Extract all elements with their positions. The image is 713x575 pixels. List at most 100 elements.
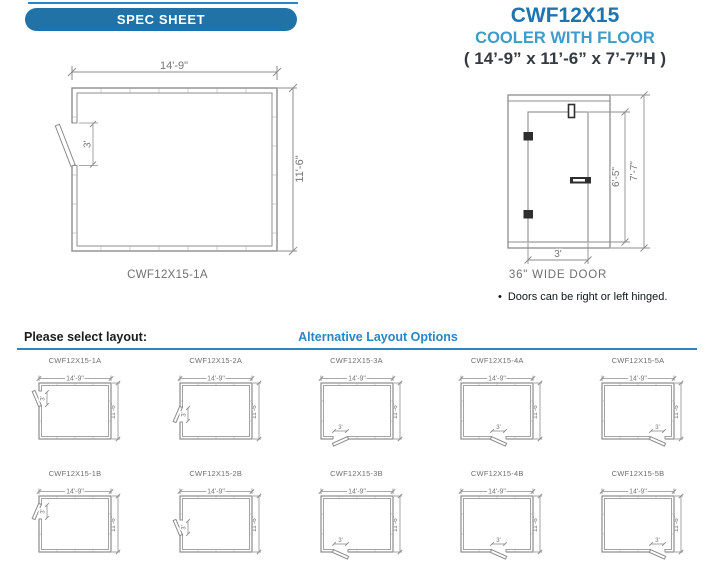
door-width-caption: 36" WIDE DOOR	[508, 269, 608, 281]
layout-option-label: CWF12X15-4A	[470, 356, 524, 365]
hinge-note: • Doors can be right or left hinged.	[498, 291, 667, 304]
thumb-height-label: 11'-6"	[251, 515, 258, 532]
door-leaf	[54, 123, 76, 167]
banner-label: SPEC SHEET	[116, 12, 206, 27]
door-leaf	[31, 502, 43, 521]
product-title: COOLER WITH FLOOR	[475, 28, 655, 47]
thumb-height-label: 11'-6"	[391, 515, 398, 532]
layout-thumbnail-drawing: 14'-9" 11'-6" 3'	[317, 487, 403, 560]
bullet-icon: •	[498, 291, 502, 303]
layout-option-CWF12X15-1A[interactable]: CWF12X15-1A 14'-9" 11'-6" 3'	[12, 356, 138, 459]
thumb-height-label: 11'-6"	[673, 515, 680, 532]
door-width-label: 3'	[181, 412, 187, 416]
layout-option-CWF12X15-3A[interactable]: CWF12X15-3A 14'-9" 11'-6" 3'	[294, 356, 420, 459]
door-width-label: 3'	[83, 140, 94, 148]
door-width-label: 3'	[338, 425, 342, 431]
thumb-width-label: 14'-9"	[629, 489, 647, 496]
thumb-height-label: 11'-6"	[110, 515, 117, 532]
layout-option-CWF12X15-1B[interactable]: CWF12X15-1B 14'-9" 11'-6" 3'	[12, 469, 138, 572]
model-title: CWF12X15	[510, 4, 620, 27]
layout-option-CWF12X15-4A[interactable]: CWF12X15-4A 14'-9" 11'-6" 3'	[434, 356, 560, 459]
thumb-height-label: 11'-6"	[251, 402, 258, 419]
door-leaf	[489, 435, 508, 447]
hinge-note-text: Doors can be right or left hinged.	[507, 291, 668, 303]
door-height-label: 6'-5"	[611, 167, 622, 187]
door-leaf	[31, 389, 43, 408]
layout-option-CWF12X15-5A[interactable]: CWF12X15-5A 14'-9" 11'-6" 3'	[575, 356, 701, 459]
thumb-width-label: 14'-9"	[629, 376, 647, 383]
layout-options-grid: CWF12X15-1A 14'-9" 11'-6" 3' CWF12X15-2A 14'-…	[12, 356, 701, 572]
thumb-height-label: 11'-6"	[532, 515, 539, 532]
thumb-width-label: 14'-9"	[207, 489, 225, 496]
door-width-label: 3'	[338, 538, 342, 544]
layout-thumbnail-drawing: 14'-9" 11'-6" 3'	[458, 374, 543, 447]
layout-thumbnail-drawing: 14'-9" 11'-6" 3'	[599, 487, 684, 560]
plan-height-label: 11'-6"	[294, 155, 306, 182]
door-closer-icon	[567, 103, 576, 119]
door-leaf	[648, 548, 667, 560]
door-leaf	[648, 435, 667, 447]
door-width-label: 3'	[41, 509, 47, 513]
door-width-label: 3'	[497, 425, 501, 431]
layout-option-CWF12X15-2A[interactable]: CWF12X15-2A 14'-9" 11'-6" 3'	[153, 356, 279, 459]
alternative-layouts-title: Alternative Layout Options	[298, 330, 458, 344]
door-elevation-drawing: 6'-5" 7'-7" 3'	[507, 91, 650, 264]
layout-thumbnail-drawing: 14'-9" 11'-6" 3'	[31, 487, 121, 555]
header-rule	[28, 2, 298, 4]
layout-option-label: CWF12X15-5A	[611, 356, 665, 365]
door-leaf	[172, 405, 183, 424]
layout-thumbnail-drawing: 14'-9" 11'-6" 3'	[458, 487, 543, 560]
door-width-label: 3'	[181, 525, 187, 529]
door-leaf	[172, 518, 183, 537]
layout-option-label: CWF12X15-5B	[611, 469, 665, 478]
layout-thumbnail-drawing: 14'-9" 11'-6" 3'	[599, 374, 684, 447]
thumb-height-label: 11'-6"	[673, 402, 680, 419]
layout-thumbnail-drawing: 14'-9" 11'-6" 3'	[317, 374, 403, 447]
thumb-height-label: 11'-6"	[110, 402, 117, 419]
elevation-door-width-label: 3'	[554, 249, 562, 260]
plan-width-label: 14'-9"	[160, 60, 188, 72]
layout-option-CWF12X15-5B[interactable]: CWF12X15-5B 14'-9" 11'-6" 3'	[575, 469, 701, 572]
thumb-width-label: 14'-9"	[488, 489, 506, 496]
door-leaf	[331, 548, 349, 560]
title-block: CWF12X15 COOLER WITH FLOOR ( 14’-9” x 11…	[420, 4, 710, 68]
layout-option-CWF12X15-4B[interactable]: CWF12X15-4B 14'-9" 11'-6" 3'	[434, 469, 560, 572]
thumb-height-label: 11'-6"	[532, 402, 539, 419]
thumb-width-label: 14'-9"	[348, 376, 366, 383]
layout-thumbnail-drawing: 14'-9" 11'-6" 3'	[172, 374, 262, 442]
layout-option-label: CWF12X15-3A	[330, 356, 383, 365]
layout-thumbnail-drawing: 14'-9" 11'-6" 3'	[172, 487, 262, 555]
thumb-width-label: 14'-9"	[66, 376, 84, 383]
layout-option-label: CWF12X15-4B	[470, 469, 524, 478]
door-width-label: 3'	[41, 396, 47, 400]
overall-height-label: 7'-7"	[629, 161, 640, 181]
layout-option-label: CWF12X15-1A	[48, 356, 102, 365]
select-layout-prompt: Please select layout:	[24, 330, 147, 344]
floor-plan-caption: CWF12X15-1A	[127, 269, 208, 281]
spec-sheet-banner: SPEC SHEET	[25, 8, 297, 31]
layout-option-label: CWF12X15-1B	[48, 469, 102, 478]
door-width-label: 3'	[655, 425, 659, 431]
door-leaf	[489, 548, 508, 560]
thumb-width-label: 14'-9"	[488, 376, 506, 383]
section-divider	[17, 348, 697, 350]
thumb-width-label: 14'-9"	[207, 376, 225, 383]
layout-option-label: CWF12X15-2A	[189, 356, 243, 365]
overall-dimensions: ( 14’-9” x 11’-6” x 7’-7”H )	[463, 48, 667, 68]
thumb-width-label: 14'-9"	[66, 489, 84, 496]
layout-row-a: CWF12X15-1A 14'-9" 11'-6" 3' CWF12X15-2A 14'-…	[12, 356, 701, 459]
thumb-width-label: 14'-9"	[348, 489, 366, 496]
hinge-icon	[523, 210, 533, 219]
thumb-height-label: 11'-6"	[391, 402, 398, 419]
hinge-icon	[523, 132, 533, 141]
door-width-label: 3'	[497, 538, 501, 544]
layout-option-label: CWF12X15-3B	[330, 469, 383, 478]
door-leaf	[331, 435, 349, 447]
door-width-label: 3'	[655, 538, 659, 544]
layout-option-CWF12X15-3B[interactable]: CWF12X15-3B 14'-9" 11'-6" 3'	[294, 469, 420, 572]
layout-thumbnail-drawing: 14'-9" 11'-6" 3'	[31, 374, 121, 442]
main-floor-plan-drawing: 14'-9" 11'-6" 3'	[54, 59, 308, 256]
